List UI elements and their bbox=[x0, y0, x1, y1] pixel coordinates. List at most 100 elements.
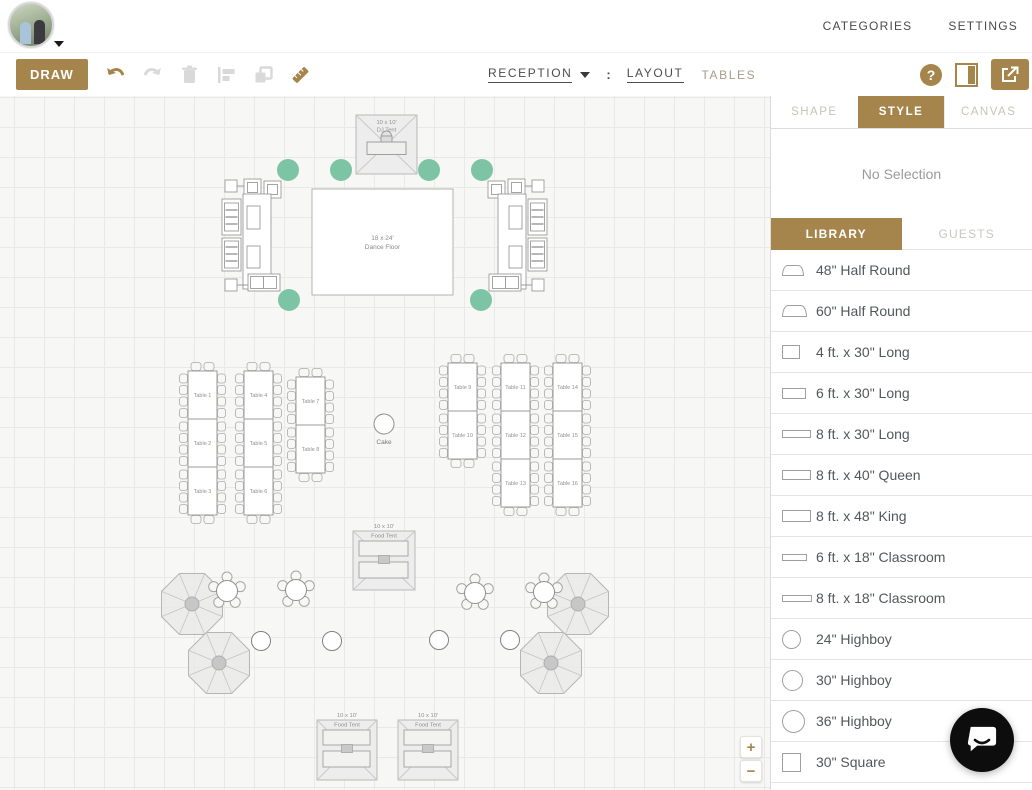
library-item-label: 8 ft. x 40" Queen bbox=[816, 467, 921, 483]
tab-canvas[interactable]: CANVAS bbox=[944, 96, 1032, 128]
market-umbrella[interactable] bbox=[188, 632, 250, 694]
trash-icon[interactable] bbox=[179, 64, 201, 86]
dj-tent[interactable]: 10 x 10'DJ Tent bbox=[355, 114, 418, 175]
market-umbrella[interactable] bbox=[161, 573, 223, 635]
king-table-icon bbox=[782, 510, 811, 522]
no-selection-message: No Selection bbox=[861, 165, 942, 182]
tree-marker[interactable] bbox=[471, 159, 493, 181]
tree-marker[interactable] bbox=[277, 159, 299, 181]
food-tent[interactable]: 10 x 10'Food Tent bbox=[397, 713, 459, 781]
tab-layout[interactable]: LAYOUT bbox=[626, 66, 684, 83]
ruler-icon[interactable] bbox=[290, 64, 312, 86]
svg-text:Food Tent: Food Tent bbox=[371, 534, 397, 540]
library-item[interactable]: 48" Half Round bbox=[771, 250, 1032, 291]
duplicate-icon[interactable] bbox=[253, 64, 275, 86]
svg-text:Food Tent: Food Tent bbox=[415, 723, 441, 729]
library-item[interactable]: 6 ft. x 30" Long bbox=[771, 373, 1032, 414]
highboy-table[interactable] bbox=[251, 631, 271, 651]
top-bar: CATEGORIES SETTINGS bbox=[0, 0, 1032, 53]
tab-tables[interactable]: TABLES bbox=[701, 67, 757, 82]
library-item[interactable]: 8 ft. x 30" Long bbox=[771, 414, 1032, 455]
library-item-label: 48" Half Round bbox=[816, 262, 911, 278]
library-item[interactable]: 60" Half Round bbox=[771, 291, 1032, 332]
selection-tabs: SHAPE STYLE CANVAS bbox=[771, 96, 1032, 129]
settings-link[interactable]: SETTINGS bbox=[948, 19, 1018, 33]
floorplan-canvas[interactable]: 18 x 24'Dance Floor 10 x 10'DJ Tent 10 x 1… bbox=[0, 96, 770, 790]
tab-shape[interactable]: SHAPE bbox=[791, 106, 838, 118]
tab-style[interactable]: STYLE bbox=[857, 96, 945, 128]
library-item-label: 30" Square bbox=[816, 754, 886, 770]
library-item[interactable]: 6 ft. x 18" Classroom bbox=[771, 537, 1032, 578]
categories-link[interactable]: CATEGORIES bbox=[822, 19, 913, 33]
half-round-table-icon bbox=[782, 264, 816, 276]
food-tent[interactable]: 10 x 10'Food Tent bbox=[316, 713, 378, 781]
avatar[interactable] bbox=[8, 2, 54, 48]
library-item-label: 60" Half Round bbox=[816, 303, 911, 319]
undo-icon[interactable] bbox=[105, 64, 127, 86]
panel-toggle-icon[interactable] bbox=[955, 62, 978, 87]
zoom-in-button[interactable]: + bbox=[740, 736, 762, 758]
library-item[interactable]: 8 ft. x 40" Queen bbox=[771, 455, 1032, 496]
cocktail-table[interactable] bbox=[456, 573, 494, 610]
export-button[interactable] bbox=[991, 59, 1029, 90]
tab-guests[interactable]: GUESTS bbox=[901, 218, 1032, 250]
svg-text:DJ Tent: DJ Tent bbox=[377, 128, 397, 134]
chevron-down-icon[interactable] bbox=[580, 71, 591, 78]
account-menu[interactable] bbox=[8, 2, 64, 50]
market-umbrella[interactable] bbox=[520, 632, 582, 694]
library-item-label: 4 ft. x 30" Long bbox=[816, 344, 910, 360]
library-item[interactable]: 30" Highboy bbox=[771, 660, 1032, 701]
toolbar: DRAW RECEPTION : LAYOUT TABLES ? bbox=[0, 53, 1032, 96]
long-table-icon bbox=[782, 430, 816, 438]
food-tent[interactable]: 10 x 10'Food Tent bbox=[352, 524, 416, 591]
library-item[interactable]: 8 ft. x 48" King bbox=[771, 496, 1032, 537]
long-table-icon bbox=[782, 345, 816, 359]
long-table-icon bbox=[782, 387, 806, 399]
highboy-table[interactable] bbox=[500, 630, 520, 650]
tree-marker[interactable] bbox=[330, 159, 352, 181]
classroom-table-icon bbox=[782, 553, 816, 561]
dance-floor[interactable]: 18 x 24'Dance Floor bbox=[311, 188, 454, 296]
highboy-table[interactable] bbox=[429, 630, 449, 650]
long-table-icon bbox=[782, 345, 800, 359]
help-icon[interactable]: ? bbox=[920, 63, 942, 86]
chevron-down-icon[interactable] bbox=[54, 41, 64, 47]
cocktail-table[interactable] bbox=[277, 570, 315, 607]
event-dropdown[interactable]: RECEPTION bbox=[488, 66, 573, 83]
chat-launcher[interactable] bbox=[950, 708, 1014, 772]
highboy-table-icon bbox=[782, 709, 816, 733]
cocktail-table[interactable] bbox=[208, 571, 246, 608]
library-item[interactable]: 24" Highboy bbox=[771, 619, 1032, 660]
tree-marker[interactable] bbox=[278, 289, 300, 311]
highboy-table-icon bbox=[782, 669, 803, 691]
library-item-label: 8 ft. x 48" King bbox=[816, 508, 907, 524]
library-item[interactable]: 8 ft. x 18" Classroom bbox=[771, 578, 1032, 619]
tab-library[interactable]: LIBRARY bbox=[771, 218, 902, 250]
tree-marker[interactable] bbox=[418, 159, 440, 181]
cake-table[interactable]: Cake bbox=[373, 413, 395, 446]
highboy-table-icon bbox=[782, 629, 816, 649]
head-table-group[interactable] bbox=[487, 178, 548, 292]
svg-text:Table 3: Table 3 bbox=[194, 489, 212, 495]
highboy-table[interactable] bbox=[322, 631, 342, 651]
right-panel: SHAPE STYLE CANVAS No Selection LIBRARY … bbox=[770, 96, 1032, 790]
square-table-icon bbox=[782, 752, 801, 772]
head-table-group[interactable] bbox=[221, 178, 282, 292]
library-item-label: 8 ft. x 30" Long bbox=[816, 426, 910, 442]
tree-marker[interactable] bbox=[470, 289, 492, 311]
library-item-label: 6 ft. x 30" Long bbox=[816, 385, 910, 401]
zoom-out-button[interactable]: − bbox=[740, 760, 762, 782]
long-table-icon bbox=[782, 430, 811, 438]
redo-icon[interactable] bbox=[142, 64, 164, 86]
svg-text:Table 10: Table 10 bbox=[452, 433, 473, 439]
cocktail-table[interactable] bbox=[525, 572, 563, 609]
library-item[interactable]: 4 ft. x 30" Long bbox=[771, 332, 1032, 373]
align-icon[interactable] bbox=[216, 64, 238, 86]
draw-button[interactable]: DRAW bbox=[16, 59, 88, 90]
